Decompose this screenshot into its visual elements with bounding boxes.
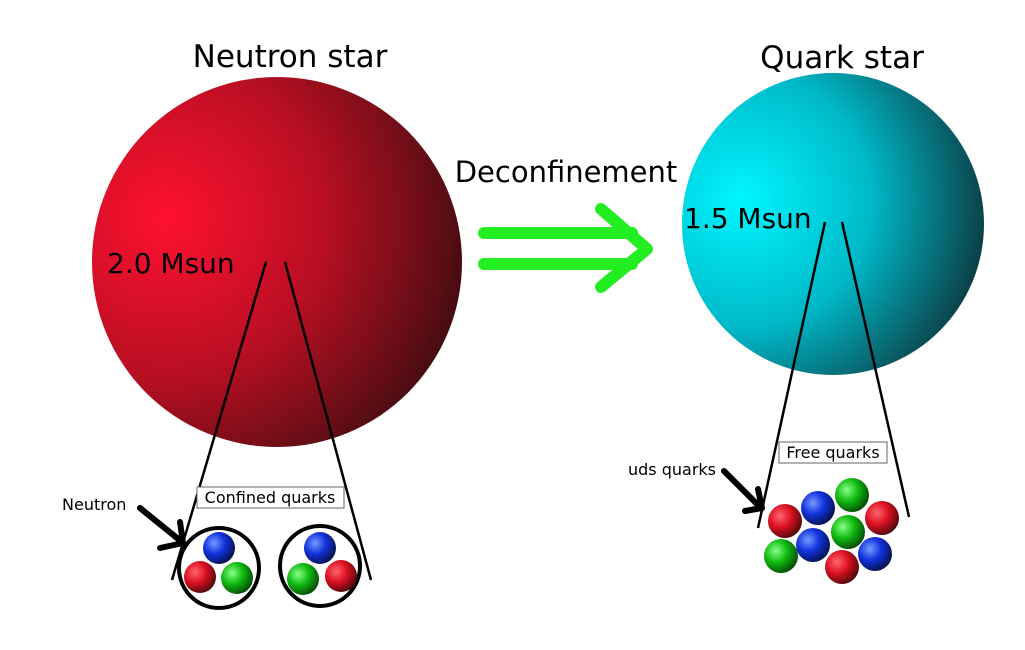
free-quarks-label: Free quarks [786,443,879,462]
quark-green [221,562,253,594]
quark-red [325,560,357,592]
quark-zoom-line-left [756,221,827,529]
neutron-pointer-label: Neutron [62,495,126,514]
confined-quarks-box [196,486,345,509]
quark-zoom-line-right [840,221,911,518]
free-quarks-box [778,441,888,464]
quark-star-sphere [682,73,984,375]
neutron-particle [278,524,362,608]
neutron-star-mass-label: 2.0 Msun [107,247,235,280]
quark-red [865,501,899,535]
neutron-star-sphere [92,77,462,447]
quark-green [764,539,798,573]
quark-green [287,563,319,595]
quark-blue [203,532,235,564]
confined-quarks-label: Confined quarks [205,488,336,507]
deconfinement-label: Deconfinement [455,155,678,189]
quark-red [768,504,802,538]
quark-blue [801,491,835,525]
neutron-zoom-line-right [283,261,373,581]
quark-blue [858,537,892,571]
neutron-particle [177,526,261,610]
neutron-star-group: Neutron star 2.0 Msun Confined quarks Ne… [62,39,462,610]
neutron-star-title: Neutron star [193,39,388,75]
quark-blue [796,528,830,562]
quark-star-mass-label: 1.5 Msun [684,202,812,235]
uds-pointer-arrow [721,468,765,514]
neutron-pointer-arrow [137,505,186,551]
quark-red [184,561,216,593]
uds-quarks-pointer-label: uds quarks [628,460,716,479]
quark-red [825,550,859,584]
quark-green [831,515,865,549]
double-arrow-icon [478,203,653,293]
quark-star-group: Quark star 1.5 Msun Free quarks uds quar… [628,40,984,584]
quark-green [835,478,869,512]
free-quark-cluster [764,478,899,584]
quark-blue [304,532,336,564]
neutron-zoom-line-left [170,261,268,581]
deconfinement-transition: Deconfinement [455,155,678,293]
quark-star-title: Quark star [760,40,924,76]
